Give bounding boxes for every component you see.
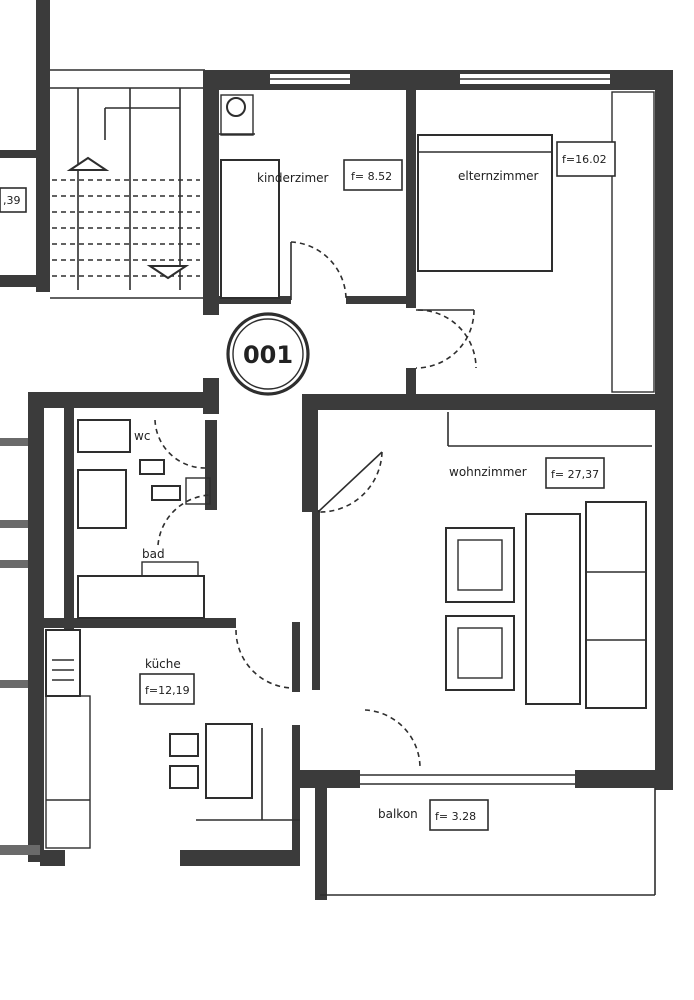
kitchen-furniture [45,629,300,849]
stairwell: ,39 [0,0,205,299]
kinderzimmer-label: kinderzimer [257,171,329,185]
interior-walls [0,88,660,855]
doors [154,241,477,769]
room-labels: kinderzimer f= 8.52 elternzimmer f=16.02… [134,141,616,831]
wc-label: wc [134,429,150,443]
top-windows [270,74,610,84]
elternzimmer-furniture [417,91,655,393]
unit-label: 001 [243,341,293,369]
balkon-label: balkon [378,807,418,821]
unit-number: 001 [226,312,310,396]
wohnzimmer-furniture [445,412,652,709]
elternzimmer-area: f=16.02 [562,153,607,166]
bath-fixtures [77,419,211,619]
elternzimmer-label: elternzimmer [458,169,539,183]
bad-label: bad [142,547,165,561]
kinderzimmer-area: f= 8.52 [351,170,392,183]
neighbour-area-fragment: ,39 [3,194,21,207]
wohnzimmer-area: f= 27,37 [551,468,599,481]
wohnzimmer-label: wohnzimmer [449,465,527,479]
kinderzimmer-furniture [219,94,280,299]
balkon-area: f= 3.28 [435,810,476,823]
outer-walls [28,70,673,900]
kueche-area: f=12,19 [145,684,190,697]
kueche-label: küche [145,657,181,671]
